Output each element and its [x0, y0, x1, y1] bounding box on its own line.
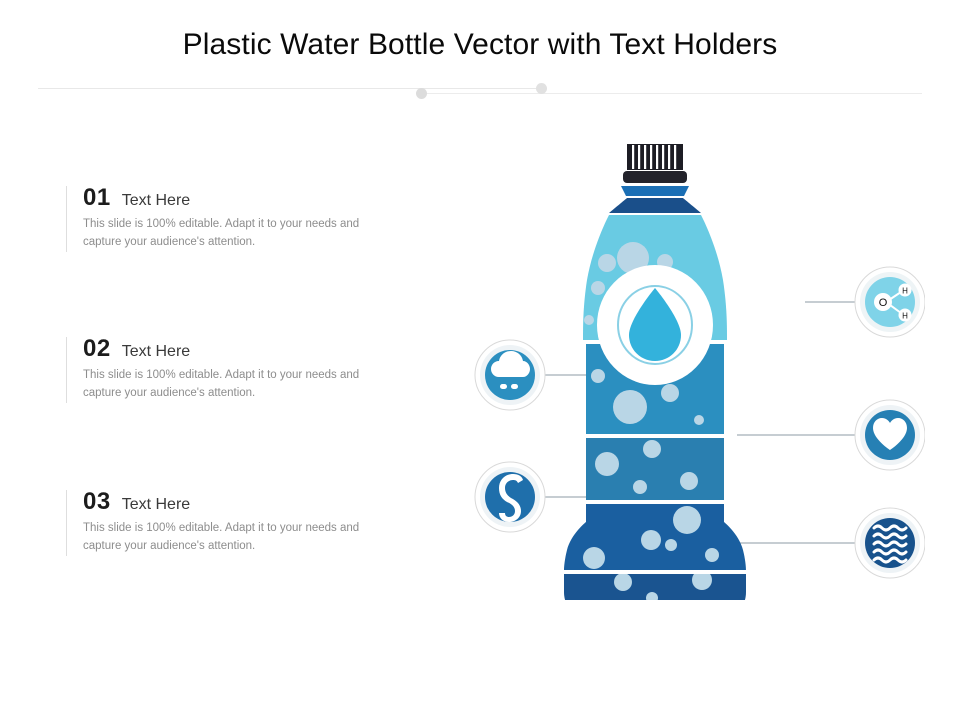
divider-line-right	[420, 93, 922, 94]
icon-stomach[interactable]	[474, 461, 546, 533]
water-droplet-icon	[629, 288, 681, 361]
text-holder-03-label: Text Here	[121, 496, 191, 513]
text-holder-01[interactable]: 01 Text Here This slide is 100% editable…	[66, 186, 414, 252]
divider-line-left	[38, 88, 542, 89]
plastic-bottle	[564, 144, 746, 600]
text-holder-01-description: This slide is 100% editable. Adapt it to…	[83, 218, 360, 248]
bottle-band-mid-2	[586, 438, 724, 500]
bottle-neck-taper	[609, 198, 701, 213]
text-holder-01-label: Text Here	[121, 192, 191, 209]
divider-dot-left	[416, 88, 427, 99]
h2o-oxygen-label: O	[879, 297, 888, 309]
h2o-molecule-icon: O H H	[874, 283, 912, 322]
stomach-icon	[499, 474, 523, 522]
rain-cloud-icon	[491, 351, 530, 389]
waves-icon	[872, 524, 908, 564]
h2o-hydrogen-1-label: H	[902, 287, 908, 296]
bottle-band-lower	[564, 504, 746, 570]
bottle-label-droplet	[597, 265, 713, 385]
text-holder-02-number: 02	[83, 335, 111, 362]
bottle-infographic: O H H	[455, 130, 925, 600]
bubbles-lower	[583, 506, 719, 569]
text-holder-03-heading: 03 Text Here	[83, 490, 414, 514]
connector-lines	[543, 301, 855, 544]
text-holder-03-number: 03	[83, 488, 111, 515]
text-holder-01-number: 01	[83, 184, 111, 211]
bubbles-base	[614, 574, 712, 600]
text-holder-02-label: Text Here	[121, 343, 191, 360]
bottle-cap-ribs	[627, 144, 683, 170]
h2o-hydrogen-2-label: H	[902, 312, 908, 321]
divider-dot-right	[536, 83, 547, 94]
icon-heart[interactable]	[854, 399, 925, 471]
bubbles-mid-2	[595, 440, 698, 494]
icon-waves[interactable]	[854, 507, 925, 579]
page-title: Plastic Water Bottle Vector with Text Ho…	[182, 28, 778, 61]
title-divider	[38, 80, 922, 102]
text-holder-02-description: This slide is 100% editable. Adapt it to…	[83, 369, 360, 399]
icon-rain-cloud[interactable]	[474, 339, 546, 411]
text-holder-03[interactable]: 03 Text Here This slide is 100% editable…	[66, 490, 414, 556]
bottle-neck-ring	[621, 186, 689, 196]
text-holder-01-heading: 01 Text Here	[83, 186, 414, 210]
bottle-base	[564, 574, 746, 600]
text-holder-02[interactable]: 02 Text Here This slide is 100% editable…	[66, 337, 414, 403]
text-holder-02-heading: 02 Text Here	[83, 337, 414, 361]
icon-h2o-molecule[interactable]: O H H	[854, 266, 925, 338]
text-holder-03-description: This slide is 100% editable. Adapt it to…	[83, 522, 360, 552]
bottle-cap-band	[623, 171, 687, 183]
heart-icon	[873, 418, 907, 450]
